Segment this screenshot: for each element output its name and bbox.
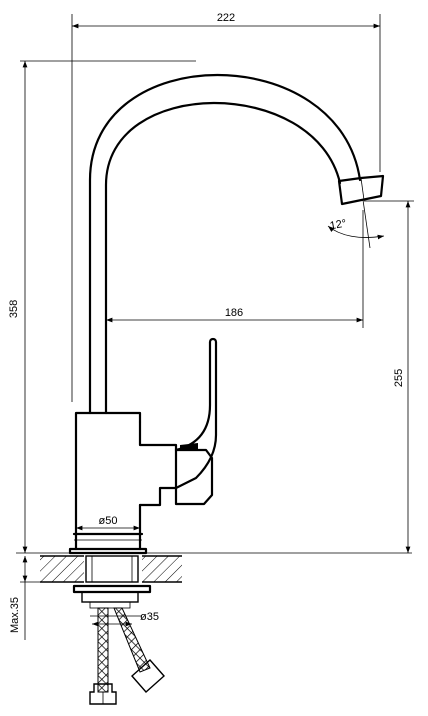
countertop: [16, 552, 412, 585]
dim-overall-reach: 222: [217, 12, 235, 24]
dim-spout-angle: 12°: [329, 218, 347, 233]
dim-base-diameter: ø50: [99, 515, 118, 527]
dim-spout-height: 255: [393, 369, 405, 387]
dimension-lines: [20, 14, 414, 640]
dim-mount-hole-diameter: ø35: [140, 611, 159, 623]
hose-left: [97, 607, 109, 693]
dim-overall-height: 358: [8, 300, 20, 318]
faucet-body: [68, 73, 385, 555]
dim-spout-reach: 186: [225, 307, 243, 319]
dim-max-countertop: Max.35: [9, 597, 21, 633]
